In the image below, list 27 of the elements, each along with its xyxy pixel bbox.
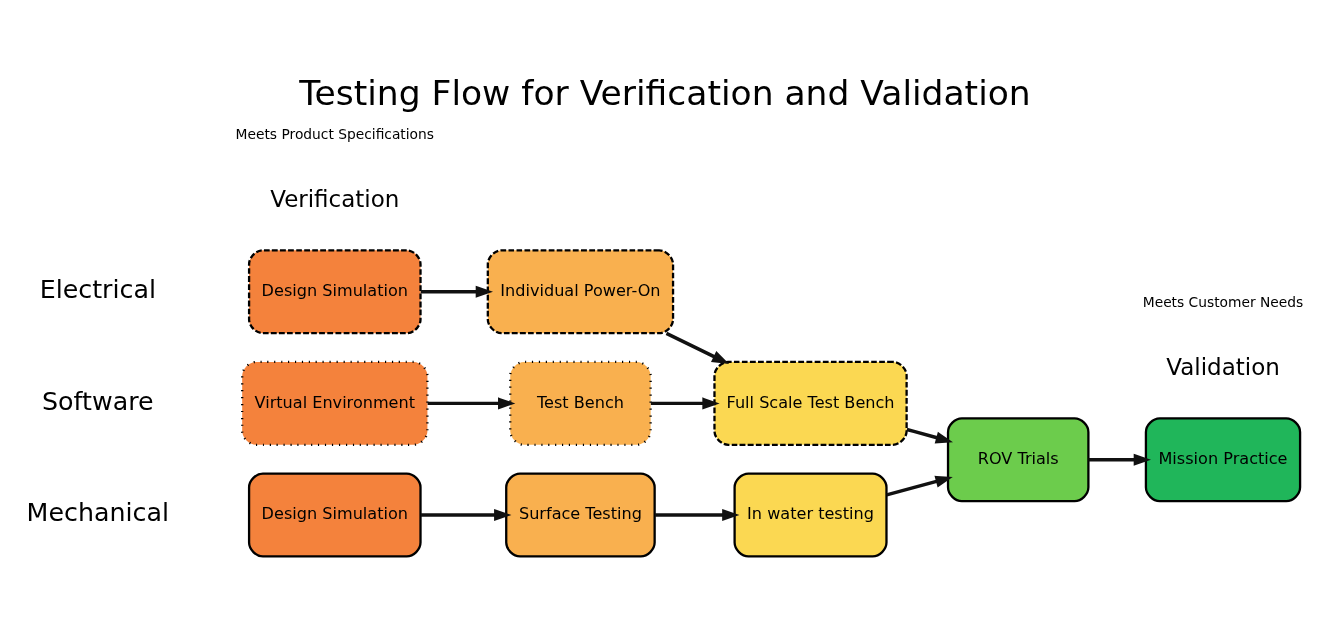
diagram-title: Testing Flow for Verification and Validation [299, 72, 1031, 113]
node-box: Test Bench [509, 360, 652, 446]
label: Validation [1166, 353, 1280, 380]
arrow [886, 475, 953, 497]
label: Mechanical [26, 498, 169, 528]
arrow [1088, 453, 1151, 466]
arrow [650, 397, 720, 410]
node-box: Virtual Environment [241, 360, 429, 446]
label: Meets Product Specifications [235, 125, 434, 142]
node-box: Individual Power-On [486, 249, 675, 335]
node-box: Design Simulation [247, 472, 422, 558]
label: Electrical [39, 275, 156, 305]
arrow [427, 397, 516, 410]
node-box: Full Scale Test Bench [713, 360, 908, 446]
node-box: In water testing [733, 472, 888, 558]
node-box: Mission Practice [1144, 417, 1302, 503]
arrow [654, 508, 740, 522]
label: Verification [270, 185, 400, 212]
node-box: Design Simulation [247, 249, 422, 335]
arrow [906, 427, 953, 444]
node-box: ROV Trials [946, 417, 1090, 503]
label: Software [42, 386, 154, 416]
arrow [420, 285, 493, 298]
arrow [420, 508, 512, 522]
label: Meets Customer Needs [1142, 293, 1304, 310]
node-box: Surface Testing [505, 472, 656, 558]
arrow [665, 331, 730, 365]
